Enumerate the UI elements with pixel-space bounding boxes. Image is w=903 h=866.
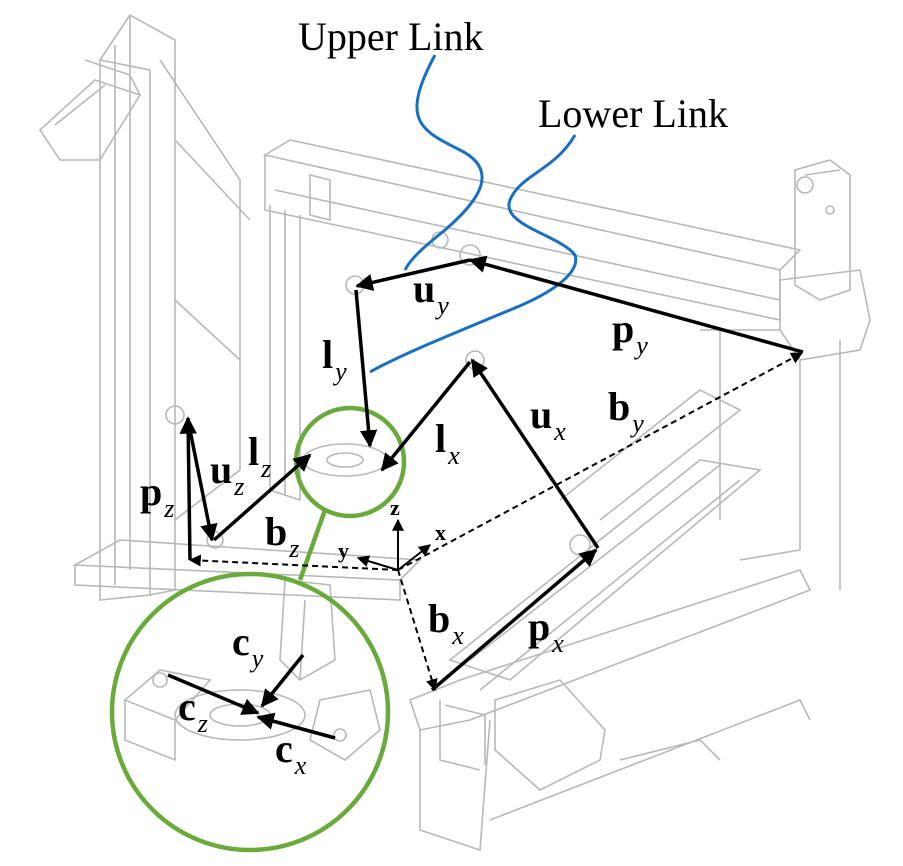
vector-cz [167,673,260,715]
axis-x-arrow [397,544,431,571]
robot-frame [38,13,871,852]
label-py: py [612,306,648,360]
vectors-solid [167,255,804,740]
vector-uy [355,258,471,291]
vector-py [468,255,804,354]
label-pz: pz [140,469,174,523]
vectors-dashed [188,352,804,692]
label-bx: bx [428,596,464,650]
label-ux: ux [530,392,566,446]
label-cx: cx [275,726,307,780]
vector-lz [212,453,312,542]
zoom-connector [297,509,328,581]
lower-link-leader [369,134,578,374]
vector-bx [397,569,438,692]
zoom-circle-large [109,571,391,853]
axis-y-label: y [338,538,349,563]
label-by: by [608,384,644,438]
vector-bz [188,554,399,571]
label-ly: ly [322,332,347,386]
lower-link-label: Lower Link [538,91,728,136]
zoom-callout [109,405,407,853]
label-uz: uz [210,447,244,501]
vector-pz [179,416,197,561]
vector-by [397,352,804,571]
label-uy: uy [413,266,449,320]
upper-link-label: Upper Link [298,14,484,59]
vector-ux [470,358,600,549]
label-px: px [528,604,564,658]
vector-ly [354,289,378,448]
axis-z-label: z [390,495,400,520]
vector-uz [186,419,218,542]
label-bz: bz [265,509,299,563]
axis-x-label: x [435,520,446,545]
vector-px [430,548,598,692]
label-lx: lx [435,416,460,470]
coordinate-frame [356,518,431,571]
vector-cy [260,653,305,708]
label-cz: cz [178,684,208,738]
axis-y-arrow [356,555,399,571]
upper-link-leader [403,54,484,271]
vector-cx [256,712,336,740]
vector-lx [380,360,472,472]
label-lz: lz [248,429,271,483]
inset-drawing [123,579,381,762]
label-cy: cy [232,619,264,673]
